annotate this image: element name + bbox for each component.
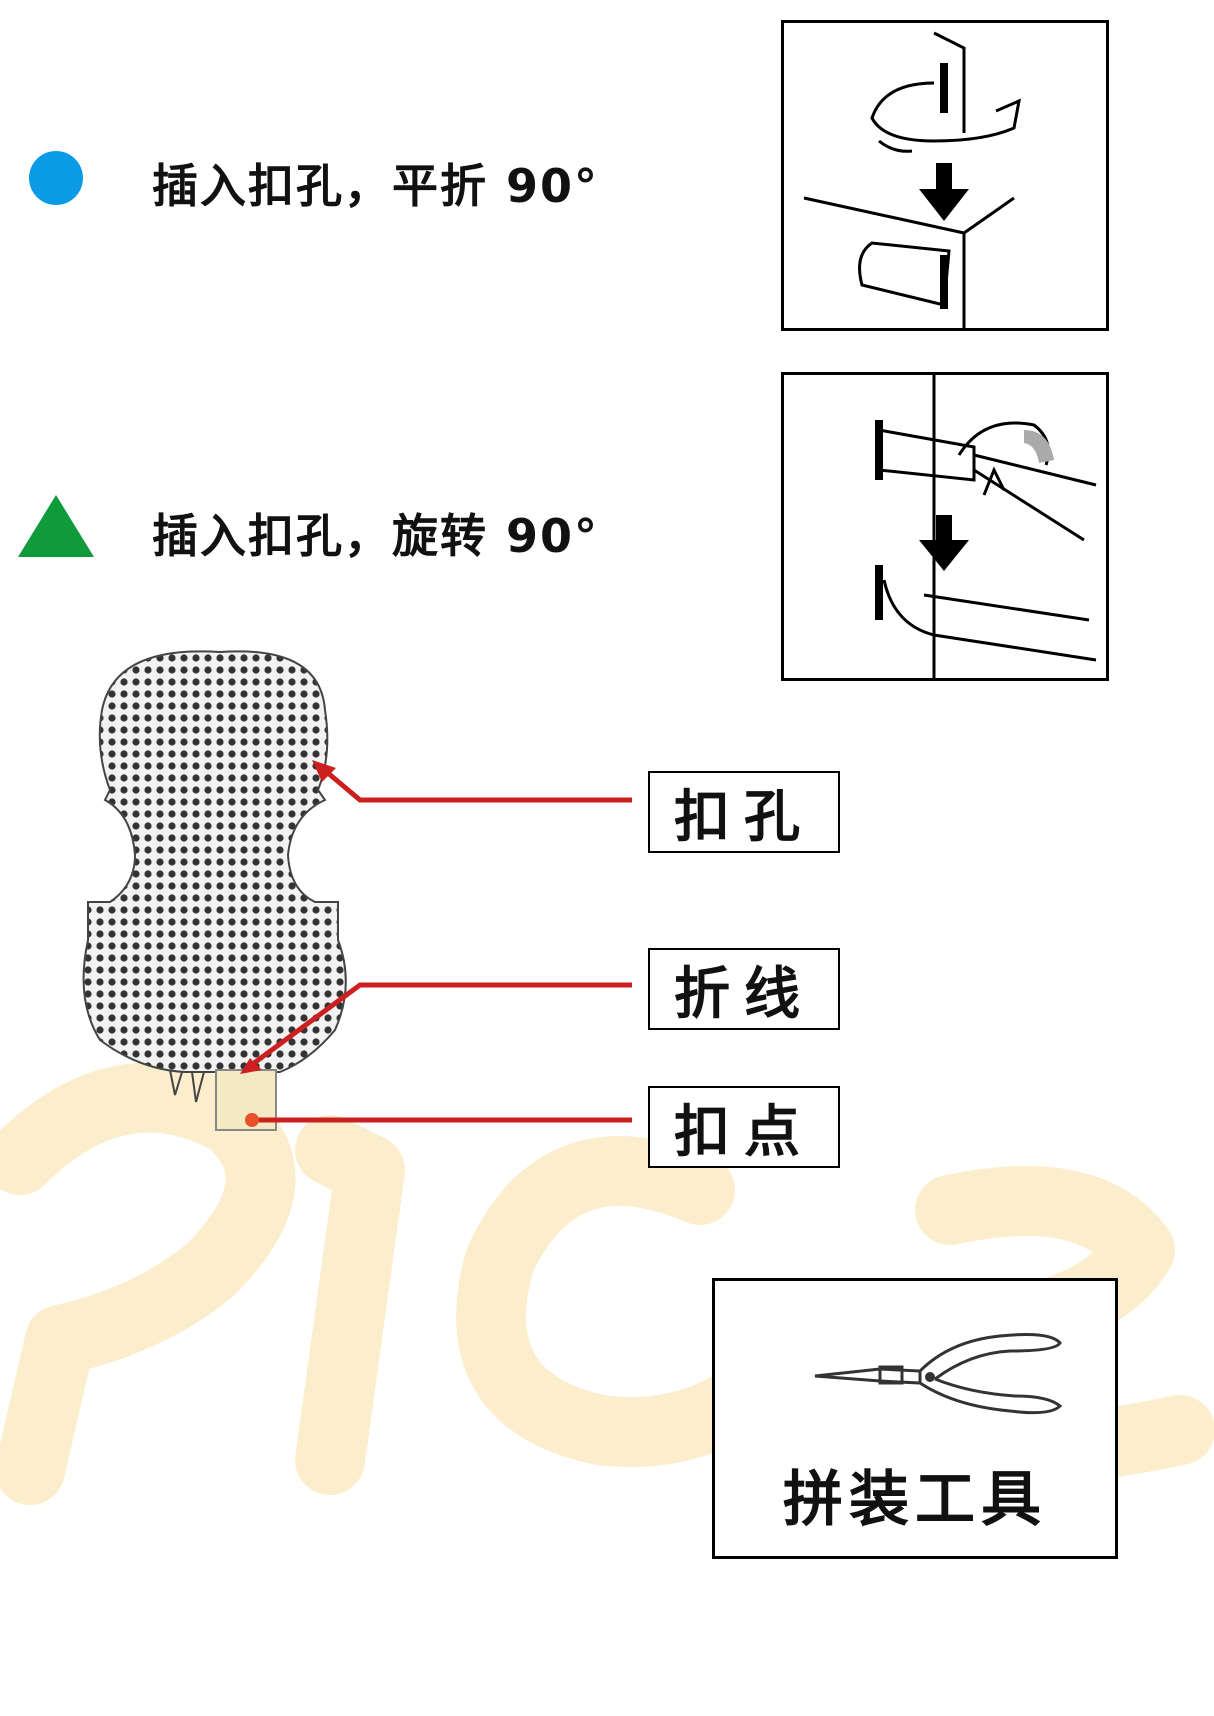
legend-text-rotate: 插入扣孔，旋转 90° [152, 509, 600, 563]
rotate-diagram [875, 375, 1097, 678]
pointer-hole [320, 766, 632, 803]
rotate-illustration [781, 372, 1109, 681]
legend-text-fold: 插入扣孔，平折 90° [152, 159, 600, 213]
green-triangle-icon [18, 495, 94, 557]
tool-title: 拼装工具 [783, 1465, 1047, 1535]
pliers-icon [814, 1333, 1063, 1415]
pointer-fold-line [248, 982, 632, 1069]
blue-circle-icon [29, 151, 83, 205]
assembly-tool-box: 拼装工具 [712, 1278, 1118, 1559]
label-fold-line: 折线 [648, 948, 840, 1030]
fold-flat-diagram [803, 31, 1021, 328]
fold-flat-illustration [781, 20, 1109, 331]
label-hole: 扣孔 [648, 771, 840, 853]
label-tab: 扣点 [648, 1086, 840, 1168]
